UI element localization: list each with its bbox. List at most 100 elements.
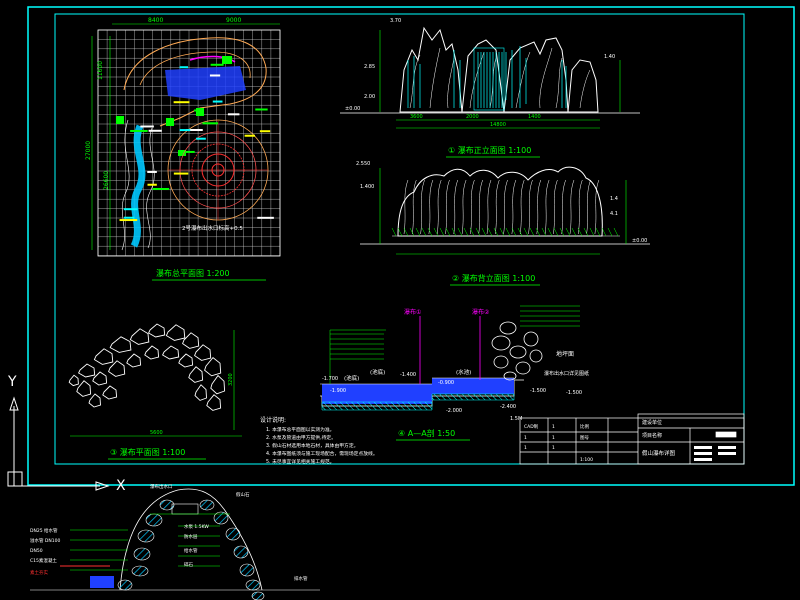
plan-left-dim-1: 11600: [97, 61, 104, 80]
rock-texture-line: [511, 179, 517, 235]
plan-left-dim-2: 27000: [85, 141, 92, 160]
title-block-bar: [694, 458, 712, 461]
rock-texture-line: [420, 179, 425, 235]
base-pattern-line: [577, 227, 583, 237]
elev1-level-1: 3.70: [390, 18, 401, 24]
base-pattern-line: [463, 227, 469, 237]
title-block-bar: [718, 452, 736, 455]
detail-stone: [199, 499, 215, 511]
title-block-cell-text: 1:100: [580, 457, 593, 463]
base-pattern-line: [541, 227, 547, 237]
rock-texture-line: [436, 179, 442, 235]
front-elevation-water-curtain: [407, 46, 567, 108]
plan-annotation-mark: [212, 100, 223, 103]
base-pattern-line: [517, 227, 523, 237]
rock-texture-line: [412, 179, 417, 235]
base-pattern-line: [391, 227, 397, 237]
plan-annotation-mark: [130, 129, 148, 132]
section-pool-label-1: (池底): [344, 374, 359, 382]
rock-texture-line: [594, 179, 600, 235]
detail-stone: [159, 499, 175, 511]
plan-title: 瀑布总平面图 1:200: [156, 268, 230, 278]
rock-texture-line: [586, 179, 591, 235]
rock-crack: [447, 57, 455, 109]
rock-texture-line: [578, 179, 583, 235]
section-rock-mass: [491, 321, 543, 381]
detail-left-label-4: C15素混凝土: [30, 557, 57, 564]
base-pattern-line: [415, 227, 421, 237]
base-pattern-line: [457, 227, 463, 237]
plan-annotation-mark: [179, 66, 189, 69]
rock-crack: [469, 51, 485, 109]
section-right-note-2: 瀑布出水口详见图纸: [544, 370, 589, 377]
notes-line-2: 2. 水泵及管道由甲方提供,待定。: [266, 434, 336, 441]
plan-annotation-mark: [196, 137, 206, 140]
title-block-cell-text: 1: [524, 445, 527, 451]
rock-stone: [126, 353, 142, 368]
detail-stone: [233, 545, 249, 559]
base-pattern-line: [565, 227, 571, 237]
rock-texture-line: [495, 179, 500, 235]
base-pattern-line: [469, 227, 475, 237]
plan-grid: [97, 29, 281, 256]
notes-line-4: 4. 本瀑布图纸须与施工现场配合，需现场定点放线。: [266, 450, 378, 457]
rock-texture-line: [461, 179, 467, 235]
elev2-level-left-1: 2.550: [356, 161, 370, 167]
base-pattern-line: [397, 227, 403, 237]
detail-left-label-3: DN50: [30, 548, 43, 554]
rock-crack: [515, 51, 531, 109]
rock-texture-line: [470, 179, 475, 235]
elev2-level-left-2: 1.400: [360, 184, 374, 190]
rock-texture-line: [486, 179, 492, 235]
plan-annotation-mark: [147, 183, 157, 186]
base-pattern-line: [475, 227, 481, 237]
title-block-bar: [694, 446, 712, 449]
notes-heading: 设计说明:: [260, 416, 286, 424]
rock-stone: [165, 324, 186, 341]
plan-annotation-mark: [259, 130, 271, 133]
section-bottom-label: 1.5M: [510, 416, 522, 422]
elev1-title: ① 瀑布正立面图 1:100: [448, 145, 531, 155]
title-block-cell-text: 1: [552, 435, 555, 441]
section-title: ④ A—A剖 1:50: [398, 428, 455, 438]
title-block-cell-text: 1: [524, 435, 527, 441]
rock-stone: [76, 380, 92, 397]
base-pattern-line: [421, 227, 427, 237]
plan-left-dim-3: 26600: [103, 171, 110, 190]
base-pattern-line: [493, 227, 499, 237]
back-elevation-base-pattern: [391, 227, 619, 237]
title-block-cell-text: 图号: [580, 435, 589, 441]
rock-texture-line: [553, 179, 558, 235]
base-pattern-line: [403, 227, 409, 237]
base-pattern-line: [451, 227, 457, 237]
section-pool-label-3: (水池): [456, 368, 471, 376]
section-level-4: -0.900: [438, 380, 454, 386]
detail-stone: [245, 579, 261, 591]
plan-annotation-mark: [173, 101, 190, 104]
plan-annotation-mark: [210, 63, 224, 66]
rock-texture-line: [403, 179, 409, 235]
base-pattern-line: [547, 227, 553, 237]
title-block-small-bars: [694, 446, 736, 461]
outer-frame: [27, 6, 795, 486]
section-tag-1: 瀑布①: [404, 308, 421, 316]
base-pattern-line: [571, 227, 577, 237]
section-level-3: -1.900: [330, 388, 346, 394]
ucs-axis-icon: [7, 396, 110, 491]
detail-right-label-1: 假山石: [236, 491, 250, 498]
base-pattern-line: [559, 227, 565, 237]
section-rock: [529, 349, 543, 363]
section-rock: [503, 371, 517, 381]
rock-stone: [206, 394, 222, 411]
detail-right-label-3: 防水层: [184, 533, 198, 540]
base-pattern-line: [529, 227, 535, 237]
notes-line-5: 5. 未尽事宜详见相关施工规范。: [266, 458, 334, 465]
detail-stone: [117, 579, 133, 591]
title-block-cell-text: CAD制: [524, 423, 539, 430]
detail-right-label-2: 水泵 1.5KW: [184, 523, 209, 530]
rock-texture-line: [453, 179, 459, 235]
detail-left-label-1: DN25 给水管: [30, 527, 58, 534]
rock-crack: [579, 69, 591, 109]
plan-annotation-mark: [209, 74, 221, 77]
